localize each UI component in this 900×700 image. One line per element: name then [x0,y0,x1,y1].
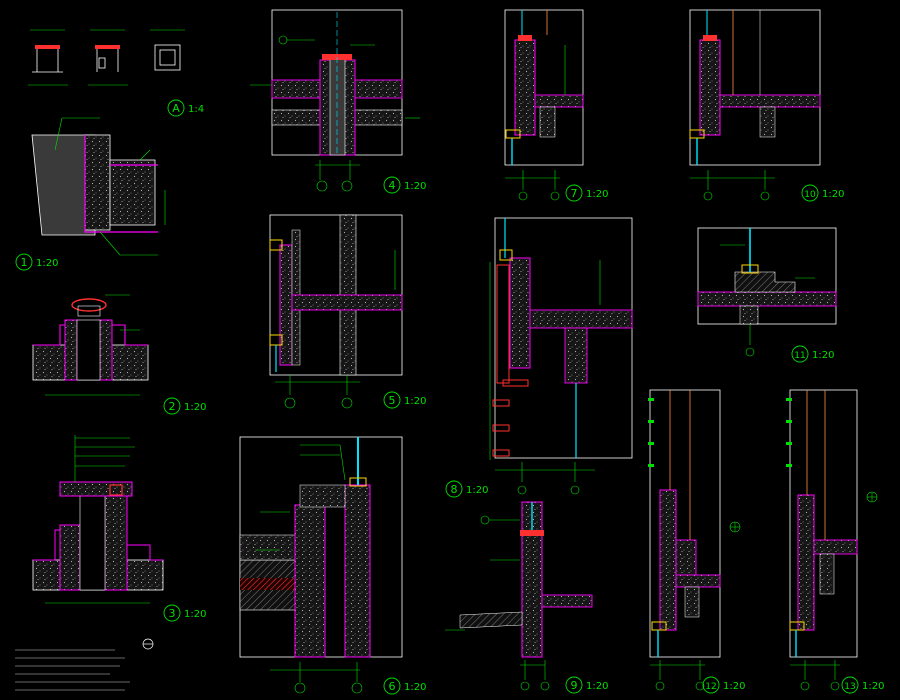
detail-a-drawing [28,29,185,86]
detail-5-drawing [269,214,403,409]
detail-1-number: 1 [21,256,28,269]
detail-9-drawing [445,501,593,691]
detail-4-drawing [250,9,420,192]
detail-4-number: 4 [389,179,396,192]
detail-11-bubble [791,345,809,363]
detail-9-bubble [565,676,583,694]
detail-3-scale: 1:20 [184,609,206,620]
detail-1-drawing [31,117,166,256]
detail-9-scale: 1:20 [586,681,608,692]
detail-8-number: 8 [451,483,458,496]
detail-7-bubble [565,184,583,202]
north-mark [142,638,154,650]
detail-3-drawing [32,435,164,604]
detail-2-number: 2 [169,400,176,413]
detail-6-number: 6 [389,680,396,693]
detail-2-drawing [32,294,149,396]
detail-a-scale: 1:4 [188,104,204,115]
detail-10-scale: 1:20 [822,189,844,200]
detail-2-scale: 1:20 [184,402,206,413]
detail-4-bubble [383,176,401,194]
detail-12-drawing [648,389,741,691]
detail-6-scale: 1:20 [404,682,426,693]
detail-11-drawing [697,227,837,357]
detail-13-scale: 1:20 [862,681,884,692]
detail-12-scale: 1:20 [723,681,745,692]
detail-5-number: 5 [389,394,396,407]
notes-lines [15,649,130,691]
detail-10-bubble [801,184,819,202]
detail-4-scale: 1:20 [404,181,426,192]
detail-11-scale: 1:20 [812,350,834,361]
detail-10-drawing [689,9,821,201]
detail-13-number: 13 [844,682,855,692]
detail-8-scale: 1:20 [466,485,488,496]
detail-1-bubble [15,253,33,271]
detail-7-drawing [504,9,584,201]
detail-10-number: 10 [804,190,816,200]
detail-12-number: 12 [705,682,716,692]
detail-a-number: A [172,102,180,115]
detail-13-drawing [786,389,878,691]
detail-7-number: 7 [571,187,578,200]
detail-5-scale: 1:20 [404,396,426,407]
detail-9-number: 9 [571,679,578,692]
detail-7-scale: 1:20 [586,189,608,200]
detail-2-bubble [163,397,181,415]
detail-5-bubble [383,391,401,409]
detail-6-bubble [383,677,401,695]
detail-8-drawing [489,217,633,495]
detail-13-bubble [841,676,859,694]
detail-3-bubble [163,604,181,622]
detail-8-bubble [445,480,463,498]
detail-3-number: 3 [169,607,176,620]
detail-12-bubble [702,676,720,694]
detail-6-drawing [239,436,403,694]
detail-a-bubble [167,99,185,117]
detail-11-number: 11 [794,351,805,361]
detail-1-scale: 1:20 [36,258,58,269]
